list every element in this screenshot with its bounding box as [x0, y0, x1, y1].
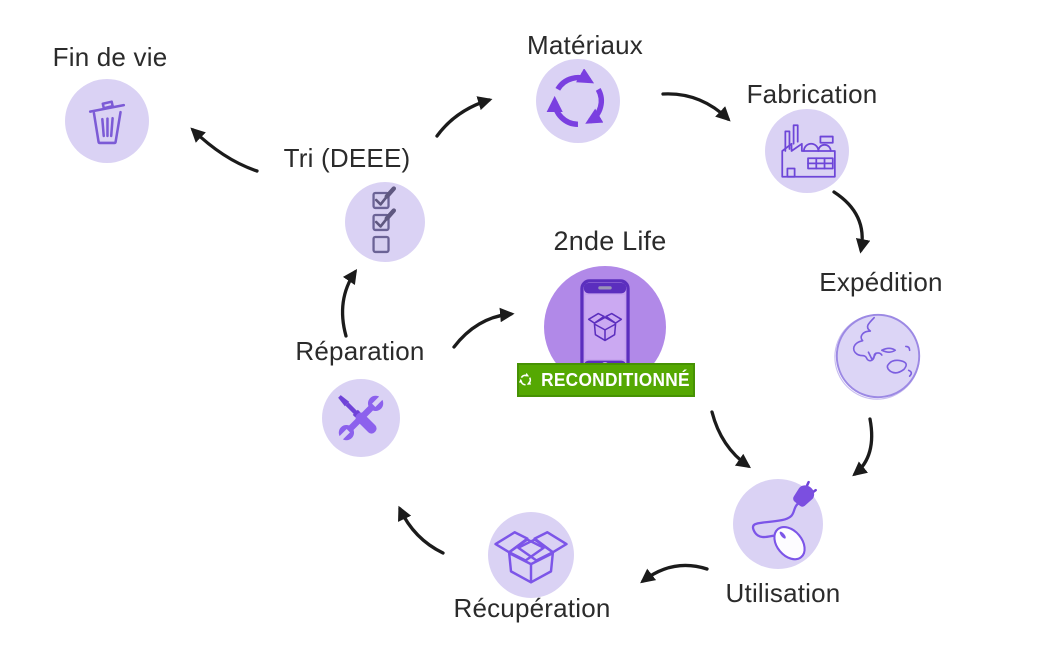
- label-materiaux: Matériaux: [527, 30, 643, 60]
- arrow-tri-to-materiaux: [435, 96, 493, 138]
- reconditionne-badge: RECONDITIONNÉ: [517, 363, 695, 397]
- node-materiaux: [536, 59, 620, 143]
- node-tri: [345, 182, 425, 262]
- factory-icon: [781, 124, 836, 178]
- node-expedition: [832, 310, 924, 402]
- arrow-seconde-vie-to-utilisation: [710, 410, 751, 469]
- arrow-utilisation-to-recuperation: [640, 563, 709, 584]
- checklist-icon: [372, 186, 396, 254]
- badge-recycle-icon: [519, 372, 532, 386]
- label-expedition: Expédition: [819, 267, 943, 297]
- node-fabrication: [765, 109, 849, 193]
- smartphone-box-icon: [580, 279, 630, 375]
- open-box-icon: [494, 531, 568, 584]
- node-reparation: [322, 379, 400, 457]
- label-fabrication: Fabrication: [746, 79, 878, 109]
- node-utilisation: [733, 479, 823, 569]
- arrow-reparation-to-seconde-vie: [452, 307, 515, 349]
- arrow-recuperation-to-reparation: [398, 505, 445, 555]
- mouse-plug-icon: [752, 480, 817, 561]
- node-recuperation: [488, 512, 574, 598]
- mini-box-icon: [587, 312, 623, 342]
- label-utilisation: Utilisation: [725, 578, 841, 608]
- screwdriver-icon: [338, 395, 377, 434]
- tools-icon: [337, 394, 385, 442]
- label-reparation: Réparation: [295, 336, 425, 366]
- badge-label: RECONDITIONNÉ: [541, 369, 690, 390]
- arrow-tri-to-fin-de-vie: [190, 127, 259, 173]
- globe-icon: [834, 313, 921, 400]
- arrow-expedition-to-utilisation: [852, 417, 874, 477]
- label-recuperation: Récupération: [453, 593, 611, 623]
- recycle-icon: [546, 69, 604, 128]
- label-tri: Tri (DEEE): [283, 143, 411, 173]
- plug-icon: [793, 480, 817, 507]
- mouse-icon: [773, 526, 806, 561]
- label-seconde-vie: 2nde Life: [553, 226, 667, 256]
- arrow-reparation-to-tri: [340, 268, 358, 338]
- node-fin-de-vie: [65, 79, 149, 163]
- label-fin-de-vie: Fin de vie: [52, 42, 168, 72]
- trash-icon: [88, 100, 126, 145]
- arrow-fabrication-to-expedition: [832, 190, 871, 254]
- arrow-materiaux-to-fabrication: [661, 92, 731, 122]
